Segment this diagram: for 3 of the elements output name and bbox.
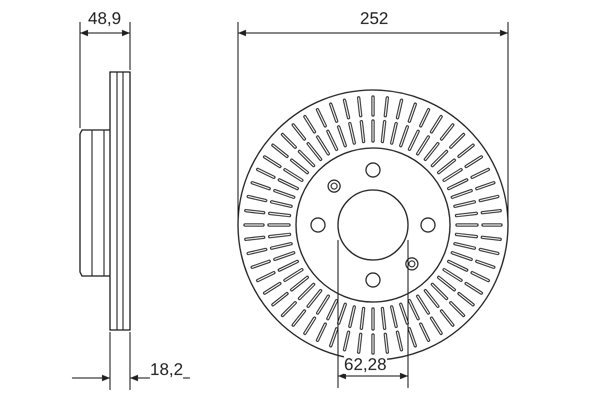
dimension-value: 62,28 — [344, 356, 387, 374]
dimension-value: 18,2 — [150, 361, 184, 379]
dimension-value: 48,9 — [88, 10, 122, 28]
